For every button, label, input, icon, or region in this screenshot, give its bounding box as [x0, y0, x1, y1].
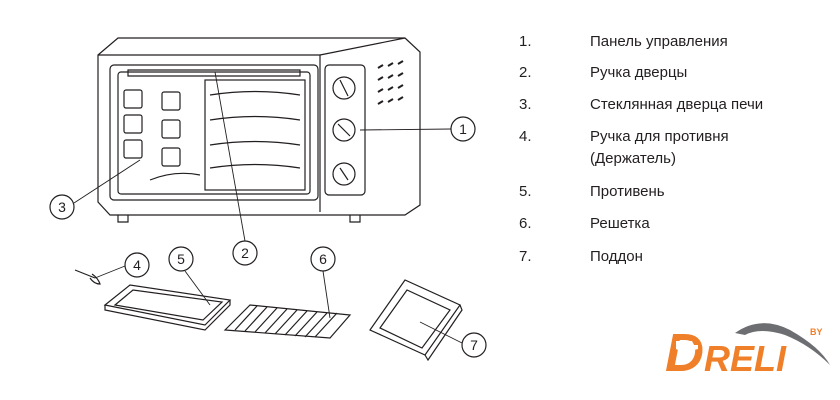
svg-text:1: 1 — [459, 121, 467, 137]
svg-text:5: 5 — [177, 251, 185, 267]
logo-by: BY — [810, 327, 823, 337]
drill-icon — [676, 341, 698, 359]
callout-7: 7 — [461, 332, 487, 358]
legend-label: Стеклянная дверца печи — [590, 96, 764, 113]
legend-label: Ручка дверцы — [590, 64, 688, 81]
legend-number: 4. — [519, 128, 532, 145]
callout-2: 2 — [232, 240, 258, 266]
callout-4: 4 — [124, 252, 150, 278]
leader-lines — [73, 71, 463, 344]
callout-1: 1 — [450, 116, 476, 142]
svg-text:7: 7 — [470, 337, 478, 353]
grill-rack-illustration — [223, 304, 352, 339]
oven-illustration — [97, 37, 421, 223]
crumb-tray-illustration — [369, 279, 463, 362]
legend-number: 3. — [519, 96, 532, 113]
svg-text:4: 4 — [133, 257, 141, 273]
legend-number: 5. — [519, 183, 532, 200]
legend-number: 2. — [519, 64, 532, 81]
legend-label-cont: (Держатель) — [590, 150, 676, 167]
legend-number: 6. — [519, 215, 532, 232]
callout-6: 6 — [310, 246, 336, 272]
legend-label: Противень — [590, 183, 665, 200]
tray-handle-illustration — [74, 269, 101, 285]
legend-label: Поддон — [590, 248, 643, 265]
legend-label: Ручка для противня — [590, 128, 729, 145]
svg-text:6: 6 — [319, 251, 327, 267]
dreli-logo: DRELI BY — [665, 323, 830, 383]
legend-label: Решетка — [590, 215, 650, 232]
callout-3: 3 — [49, 194, 75, 220]
legend-number: 7. — [519, 248, 532, 265]
svg-text:3: 3 — [58, 199, 66, 215]
callout-5: 5 — [168, 246, 194, 272]
baking-pan-illustration — [103, 284, 232, 331]
legend-number: 1. — [519, 33, 532, 50]
svg-text:2: 2 — [241, 245, 249, 261]
legend-label: Панель управления — [590, 33, 728, 50]
